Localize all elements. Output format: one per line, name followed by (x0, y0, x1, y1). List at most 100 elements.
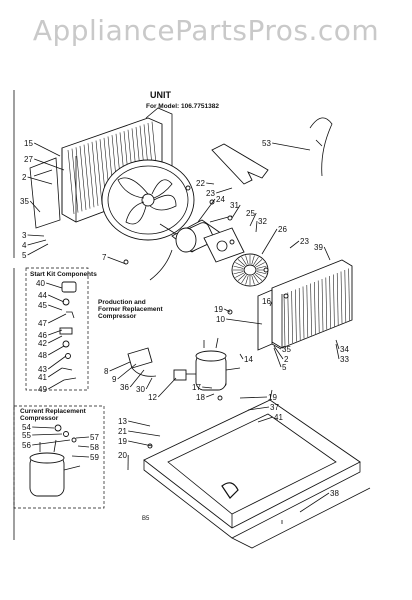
callout-c17: 17 (192, 383, 201, 392)
svg-text:Compressor: Compressor (98, 313, 137, 320)
evaporator-coil (271, 259, 353, 349)
current-replacement-box: Current Replacement Compressor (13, 405, 105, 509)
leader-c23a (216, 187, 233, 194)
base-rail (231, 487, 371, 549)
leader-lines (27, 142, 340, 513)
callout-c33: 33 (340, 355, 349, 364)
leader-c41a (47, 367, 63, 378)
start-kit-box: Start Kit Components (25, 267, 97, 391)
leader-c13 (128, 420, 151, 427)
callout-c13: 13 (118, 417, 127, 426)
leader-c47 (48, 313, 67, 324)
callout-c47: 47 (38, 319, 47, 328)
callout-c2a: 2 (22, 173, 27, 182)
callout-c35a: 35 (20, 197, 29, 206)
callout-c27: 27 (24, 155, 33, 164)
callout-c55: 55 (22, 431, 31, 440)
callout-c15: 15 (24, 139, 33, 148)
leader-c16 (269, 300, 273, 307)
leader-c42 (48, 335, 63, 344)
callout-c58: 58 (90, 443, 99, 452)
leader-c35b (271, 343, 282, 350)
callout-c9: 9 (112, 375, 117, 384)
leader-c35a (29, 200, 41, 213)
mounting-bracket (211, 143, 269, 185)
callout-c54: 54 (22, 423, 31, 432)
callout-c8: 8 (104, 367, 109, 376)
callout-c36: 36 (120, 383, 129, 392)
start-kit-label: Start Kit Components (30, 271, 97, 278)
leader-c49 (48, 379, 65, 390)
callout-c46: 46 (38, 331, 47, 340)
leader-c45 (48, 304, 63, 311)
leader-c56 (32, 439, 71, 446)
leader-c19a (224, 308, 231, 313)
callout-c31: 31 (230, 201, 239, 210)
callout-c18: 18 (196, 393, 205, 402)
callout-c26: 26 (278, 225, 287, 234)
leader-c43 (47, 355, 67, 370)
leader-c8 (109, 361, 131, 372)
callout-c32: 32 (258, 217, 267, 226)
callout-c59: 59 (90, 453, 99, 462)
power-cord (309, 117, 333, 177)
leader-c53 (272, 142, 311, 151)
leader-c41b (257, 416, 274, 423)
callout-c4: 4 (22, 241, 27, 250)
leader-c57 (75, 436, 90, 439)
callout-c56: 56 (22, 441, 31, 450)
leader-c26 (261, 228, 278, 255)
callout-numbers: 1527235345532223243125322623397404445474… (20, 139, 349, 498)
leader-c4 (27, 239, 47, 246)
leader-c19c (128, 440, 153, 447)
callout-c49: 49 (38, 385, 47, 394)
callout-c19b: 19 (268, 393, 277, 402)
callout-c16: 16 (262, 297, 271, 306)
leader-c55 (32, 433, 63, 436)
leader-c33 (335, 343, 340, 360)
diagram-title: UNIT (150, 90, 171, 100)
side-bracket (29, 157, 61, 229)
leader-c38 (299, 492, 330, 513)
callout-c41a: 41 (38, 373, 47, 382)
leader-c5b (273, 347, 282, 368)
leader-c17 (202, 386, 213, 389)
leader-c10 (226, 318, 263, 325)
callout-c42: 42 (38, 339, 47, 348)
leader-c22 (206, 182, 215, 185)
motor-mount (203, 227, 245, 263)
leader-c39 (323, 246, 331, 261)
base-pan (143, 389, 361, 539)
fan-blade (101, 159, 195, 241)
callout-c10: 10 (216, 315, 225, 324)
callout-c43: 43 (38, 365, 47, 374)
callout-c35b: 35 (282, 345, 291, 354)
leader-c25 (249, 212, 257, 227)
callout-c41b: 41 (274, 413, 283, 422)
callout-c24: 24 (216, 195, 225, 204)
callout-c22: 22 (196, 179, 205, 188)
leader-c58 (77, 445, 90, 448)
callout-c5b: 5 (282, 363, 287, 372)
leader-c27 (34, 158, 65, 171)
callout-c48: 48 (38, 351, 47, 360)
leader-c18 (206, 393, 215, 398)
leader-c2a (27, 176, 53, 185)
leader-c30 (145, 377, 153, 390)
callout-c37: 37 (270, 403, 279, 412)
svg-text:Current Replacement: Current Replacement (20, 408, 87, 415)
callout-c14: 14 (244, 355, 253, 364)
leader-c15 (34, 142, 61, 157)
callout-c23b: 23 (300, 237, 309, 246)
watermark: AppliancePartsPros.com (32, 14, 380, 47)
callout-c2b: 2 (284, 355, 289, 364)
leader-c31 (231, 204, 241, 219)
leader-c40 (46, 282, 63, 289)
callout-c40: 40 (36, 279, 45, 288)
callout-c5a: 5 (22, 251, 27, 260)
callout-c7: 7 (102, 253, 107, 262)
callout-c34: 34 (340, 345, 349, 354)
leader-c21 (128, 430, 161, 437)
svg-text:Compressor: Compressor (20, 415, 59, 422)
